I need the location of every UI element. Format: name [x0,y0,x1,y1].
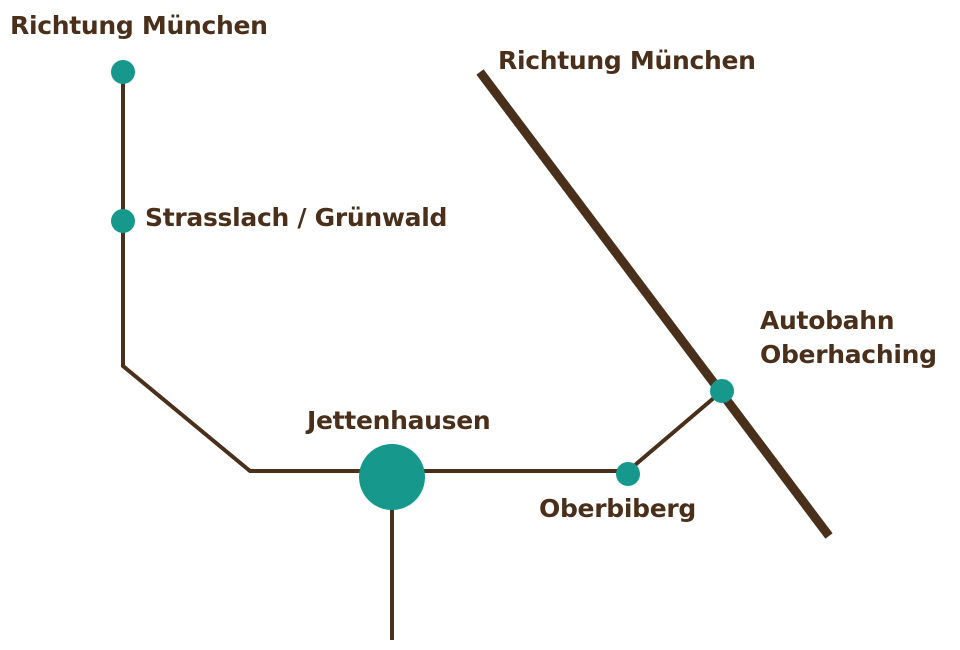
label-jettenhausen: Jettenhausen [307,406,491,435]
label-strasslach-gruenwald: Strasslach / Grünwald [145,203,448,232]
label-autobahn-line1: Autobahn [760,306,895,335]
label-richtung-muenchen-left: Richtung München [10,11,268,40]
label-oberbiberg: Oberbiberg [539,494,696,523]
station-top-left [111,60,135,84]
station-oberbiberg [616,462,640,486]
label-richtung-muenchen-right: Richtung München [498,46,756,75]
label-autobahn-oberhaching: Autobahn Oberhaching [760,304,937,372]
label-autobahn-line2: Oberhaching [760,340,937,369]
station-strasslach [111,209,135,233]
autobahn-road [476,69,833,539]
station-autobahn-oberhaching [710,379,734,403]
station-jettenhausen [359,444,425,510]
